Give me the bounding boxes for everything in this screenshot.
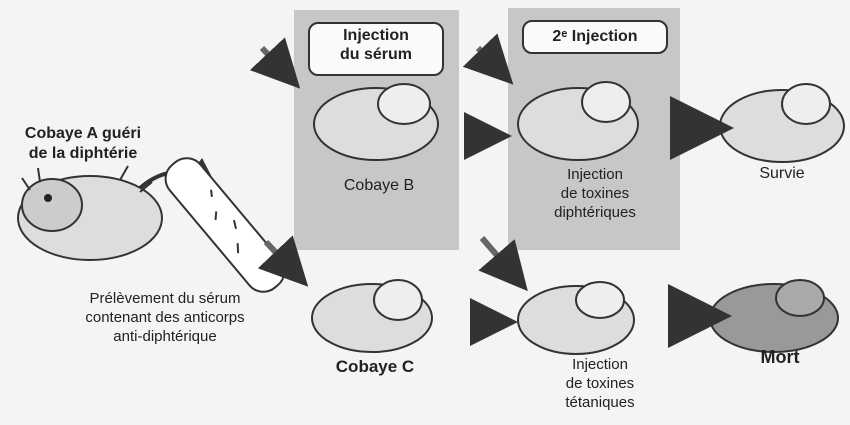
- guinea-pig-b: [314, 84, 438, 160]
- syringe-to-b: [262, 48, 292, 80]
- survie-label: Survie: [742, 164, 822, 184]
- toxines-tet-line1: Injection: [540, 356, 660, 375]
- toxines-diph-line1: Injection: [535, 166, 655, 185]
- prelevement-line3: anti-diphtérique: [60, 328, 270, 347]
- injection-serum-line2: du sérum: [310, 45, 442, 64]
- guinea-pig-b-second: [518, 82, 638, 160]
- mort-label: Mort: [740, 346, 820, 369]
- second-injection-label: 2ᵉ Injection: [552, 28, 637, 45]
- syringe-to-b-second: [478, 48, 505, 76]
- syringe-to-c-second: [482, 238, 520, 282]
- prelevement-label: Prélèvement du sérum contenant des antic…: [60, 290, 270, 346]
- guinea-pig-c-second: [518, 282, 634, 354]
- toxines-diph-line2: de toxines: [535, 185, 655, 204]
- cobaye-a-line2: de la diphtérie: [8, 144, 158, 164]
- cobaye-b-label: Cobaye B: [324, 176, 434, 196]
- injection-serum-line1: Injection: [310, 26, 442, 45]
- toxines-diph-line3: diphtériques: [535, 204, 655, 223]
- cobaye-a-label: Cobaye A guéri de la diphtérie: [8, 124, 158, 164]
- prelevement-line1: Prélèvement du sérum: [60, 290, 270, 309]
- injection-serum-box: Injection du sérum: [308, 22, 444, 76]
- guinea-pig-mort: [710, 280, 838, 352]
- guinea-pig-a: [18, 166, 162, 260]
- prelevement-line2: contenant des anticorps: [60, 309, 270, 328]
- second-injection-box: 2ᵉ Injection: [522, 20, 668, 54]
- toxines-diph-label: Injection de toxines diphtériques: [535, 166, 655, 222]
- guinea-pig-survie: [720, 84, 844, 162]
- toxines-tet-line2: de toxines: [540, 375, 660, 394]
- cobaye-a-line1: Cobaye A guéri: [8, 124, 158, 144]
- guinea-pig-c: [312, 280, 432, 352]
- toxines-tet-line3: tétaniques: [540, 394, 660, 413]
- test-tube: [158, 151, 291, 299]
- toxines-tet-label: Injection de toxines tétaniques: [540, 356, 660, 412]
- cobaye-c-label: Cobaye C: [320, 356, 430, 377]
